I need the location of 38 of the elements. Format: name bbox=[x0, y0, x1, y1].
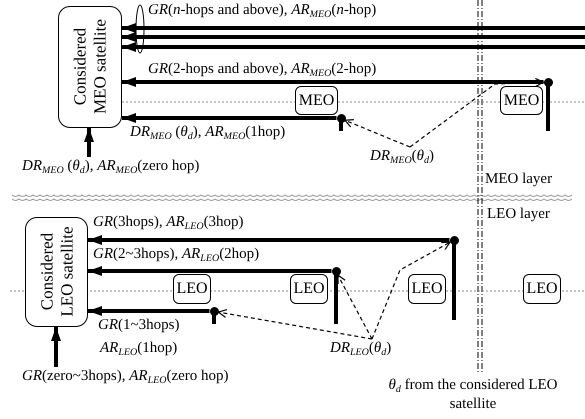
arrow bbox=[88, 235, 450, 245]
satellite-box: LEO bbox=[523, 274, 561, 304]
arrow bbox=[88, 266, 332, 276]
arrow bbox=[84, 128, 94, 157]
arrow bbox=[122, 77, 544, 87]
arrow bbox=[88, 306, 210, 316]
satellite-box: MEO bbox=[500, 86, 543, 115]
annotation-text: GR(1~3hops) bbox=[98, 316, 180, 335]
satellite-box: MEO bbox=[295, 86, 338, 115]
dashed-arrow bbox=[218, 308, 372, 340]
satellite-label: Considered LEO satellite bbox=[36, 225, 76, 319]
satellite-label: Considered MEO satellite bbox=[70, 18, 110, 116]
satellite-box: LEO bbox=[408, 274, 446, 304]
annotation-text: GR(2~3hops), AR$_{LEO}$(2hop) bbox=[93, 245, 260, 264]
annotation-text: AR$_{LEO}$(1hop) bbox=[100, 339, 178, 358]
dashed-arrow bbox=[371, 242, 451, 340]
dashed-arrow bbox=[344, 119, 410, 148]
dashed-arrow bbox=[337, 274, 373, 340]
arrow bbox=[122, 113, 336, 123]
rate-label: DR$_{MEO}$(θ$_{d}$) bbox=[370, 147, 434, 166]
annotation-text: GR(3hops), AR$_{LEO}$(3hop) bbox=[93, 213, 244, 232]
rate-label: DR$_{LEO}$(θ$_{d}$) bbox=[330, 339, 392, 358]
satellite-box: LEO bbox=[173, 274, 211, 304]
satellite-box bbox=[25, 217, 88, 327]
arrow bbox=[122, 32, 585, 42]
arrow bbox=[51, 327, 61, 367]
annotation-text: GR(n-hops and above), AR$_{MEO}$(n-hop) bbox=[148, 1, 376, 20]
annotation-text: DR$_{MEO}$ (θ$_{d}$), AR$_{MEO}$(1hop) bbox=[130, 123, 286, 142]
annotation-text: LEO layer bbox=[487, 205, 550, 224]
rate-label: GR(zero~3hops), AR$_{LEO}$(zero hop) bbox=[22, 367, 229, 386]
rate-label: DR$_{MEO}$ (θ$_{d}$), AR$_{MEO}$(zero hop) bbox=[22, 157, 200, 176]
dashed-arrow bbox=[410, 78, 544, 148]
annotation-text: GR(2-hops and above), AR$_{MEO}$(2-hop) bbox=[148, 60, 376, 79]
arrow bbox=[122, 42, 585, 52]
satellite-box bbox=[58, 6, 122, 128]
annotation-text: MEO layer bbox=[485, 170, 552, 189]
arrow bbox=[122, 23, 585, 33]
satellite-box: LEO bbox=[290, 274, 328, 304]
